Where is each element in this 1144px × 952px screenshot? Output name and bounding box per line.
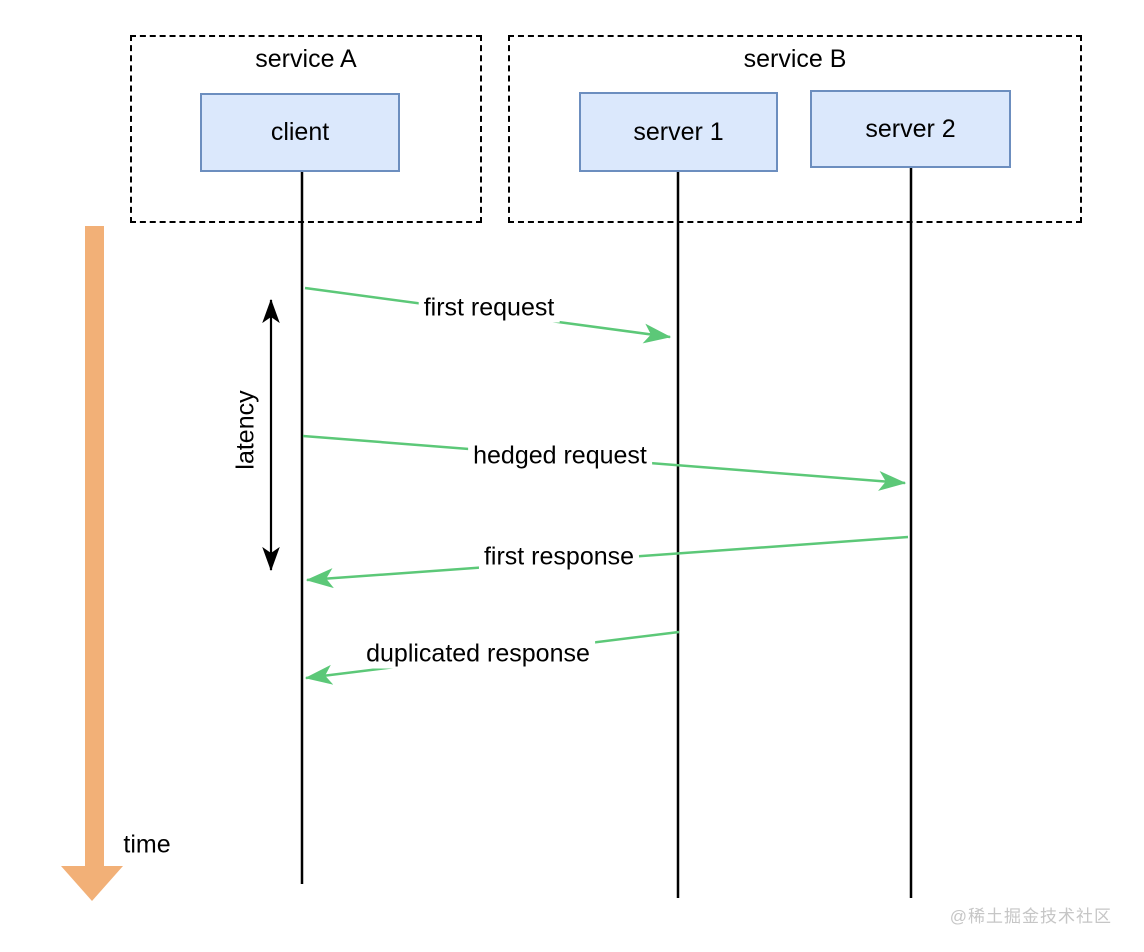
- server2-node: server 2: [810, 90, 1011, 168]
- client-node: client: [200, 93, 400, 172]
- hedged-request-label: hedged request: [468, 441, 652, 471]
- time-label: time: [123, 830, 171, 859]
- server1-node: server 1: [579, 92, 778, 172]
- service-b-boundary: service B: [508, 35, 1082, 223]
- service-a-title: service A: [255, 45, 357, 73]
- time-arrow: [61, 226, 123, 901]
- first-response-label: first response: [478, 542, 640, 572]
- client-node-label: client: [270, 118, 330, 146]
- duplicated-response-label: duplicated response: [361, 639, 595, 669]
- latency-label: latency: [231, 390, 260, 470]
- watermark-text: @稀土掘金技术社区: [949, 907, 1112, 926]
- server1-node-label: server 1: [633, 117, 724, 146]
- service-a-boundary: service A: [130, 35, 482, 223]
- server2-node-label: server 2: [865, 114, 956, 143]
- service-b-title: service B: [743, 45, 847, 73]
- first-request-label: first request: [418, 293, 560, 323]
